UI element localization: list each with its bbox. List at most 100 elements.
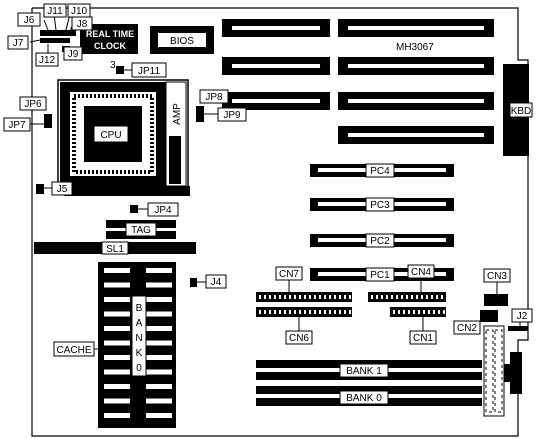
label-pc3: PC3 [370, 200, 390, 211]
header-pin [309, 295, 311, 299]
cache-bank-letter: B [136, 303, 143, 314]
header-pin [324, 310, 326, 314]
socket-brand: AMP [172, 103, 183, 125]
jp11-pin-number: 3 [110, 60, 116, 71]
label-jp7: JP7 [8, 120, 26, 131]
header-pin [344, 295, 346, 299]
kbd-label: KBD [511, 106, 532, 117]
header-pin [436, 295, 438, 299]
header-pin [284, 295, 286, 299]
header-pin [279, 310, 281, 314]
cache-chip-slot [146, 311, 172, 317]
isa-slot [338, 57, 494, 75]
header-pin [319, 295, 321, 299]
label-j5: J5 [57, 184, 68, 195]
jp8-jp9-header [196, 106, 204, 122]
header-pin [269, 295, 271, 299]
board-outline [31, 7, 529, 437]
cache-chip-slot [146, 384, 172, 389]
header-pin [408, 310, 410, 314]
isa-slot [338, 92, 494, 110]
label-j12: J12 [39, 55, 56, 66]
label-cn7: CN7 [279, 269, 299, 280]
header-pin [381, 295, 383, 299]
header-pin [289, 310, 291, 314]
cache-chip-slot [104, 282, 130, 288]
header-pin [428, 310, 430, 314]
label-j10: J10 [71, 6, 88, 17]
header-pin [269, 310, 271, 314]
bios-label: BIOS [170, 36, 194, 47]
header-pin [418, 310, 420, 314]
cache-bank-letter: A [136, 318, 143, 329]
isa-slot [222, 92, 330, 110]
j4-header [190, 278, 197, 287]
label-j7: J7 [13, 38, 24, 49]
label-j11: J11 [47, 6, 63, 17]
jp6-jp7-header [44, 114, 52, 128]
rtc-label-2: CLOCK [94, 41, 126, 51]
cache-chip-slot [146, 355, 172, 360]
cache-chip-slot [104, 413, 130, 418]
header-pin [294, 310, 296, 314]
header-pin [319, 310, 321, 314]
cache-chip-slot [146, 413, 172, 418]
header-pin [441, 295, 443, 299]
label-tag: TAG [131, 225, 151, 236]
cache-chip-slot [146, 369, 172, 375]
tag-ram: TAG [106, 220, 176, 239]
label-bank0: BANK 0 [346, 393, 382, 404]
label-jp4: JP4 [154, 205, 172, 216]
label-pc4: PC4 [370, 166, 390, 177]
model-number: MH3067 [396, 42, 434, 53]
header-pin [339, 295, 341, 299]
label-jp6: JP6 [24, 99, 42, 110]
header-pin [433, 310, 435, 314]
simm-bank-0: BANK 0 [256, 386, 482, 406]
cache-bank-letter: N [135, 333, 142, 344]
header-pin [411, 295, 413, 299]
header-pin [376, 295, 378, 299]
cache-bank-letter: K [136, 348, 143, 359]
label-sl1: SL1 [106, 244, 124, 255]
header-pin [329, 295, 331, 299]
label-j8: J8 [77, 19, 88, 30]
cache-chip-slot [146, 326, 172, 331]
header-pin [284, 310, 286, 314]
header-pin [443, 310, 445, 314]
header-pin [403, 310, 405, 314]
header-pin [324, 295, 326, 299]
header-pin [304, 310, 306, 314]
power-connector [483, 325, 522, 417]
header-pin [314, 295, 316, 299]
header-pin [309, 310, 311, 314]
header-pin [259, 295, 261, 299]
header-pin [393, 310, 395, 314]
cache-chip-slot [104, 384, 130, 389]
label-pc2: PC2 [370, 236, 390, 247]
cache-chip-slot [104, 326, 130, 331]
header-pin [334, 310, 336, 314]
jp11-header [116, 66, 124, 74]
cache-chip-slot [104, 297, 130, 302]
header-pin [416, 295, 418, 299]
j2-header [508, 326, 528, 331]
cache-chip-slot [146, 398, 172, 404]
simm-bank-1: BANK 1 [256, 360, 482, 380]
isa-slot [222, 57, 330, 75]
cache-chip-slot [146, 268, 172, 273]
label-cn3: CN3 [487, 271, 507, 282]
label-cn6: CN6 [289, 333, 309, 344]
label-jp11: JP11 [138, 66, 160, 77]
pci-slot-pc2: PC2 [310, 233, 454, 248]
header-pin [304, 295, 306, 299]
pci-slot-pc3: PC3 [310, 197, 454, 212]
label-jp8: JP8 [205, 92, 223, 103]
header-pin [438, 310, 440, 314]
label-j2: J2 [517, 311, 528, 322]
cache-bank-letter: 0 [136, 363, 142, 374]
header-pin [431, 295, 433, 299]
header-pin [259, 310, 261, 314]
header-pin [421, 295, 423, 299]
label-cn1: CN1 [413, 333, 433, 344]
